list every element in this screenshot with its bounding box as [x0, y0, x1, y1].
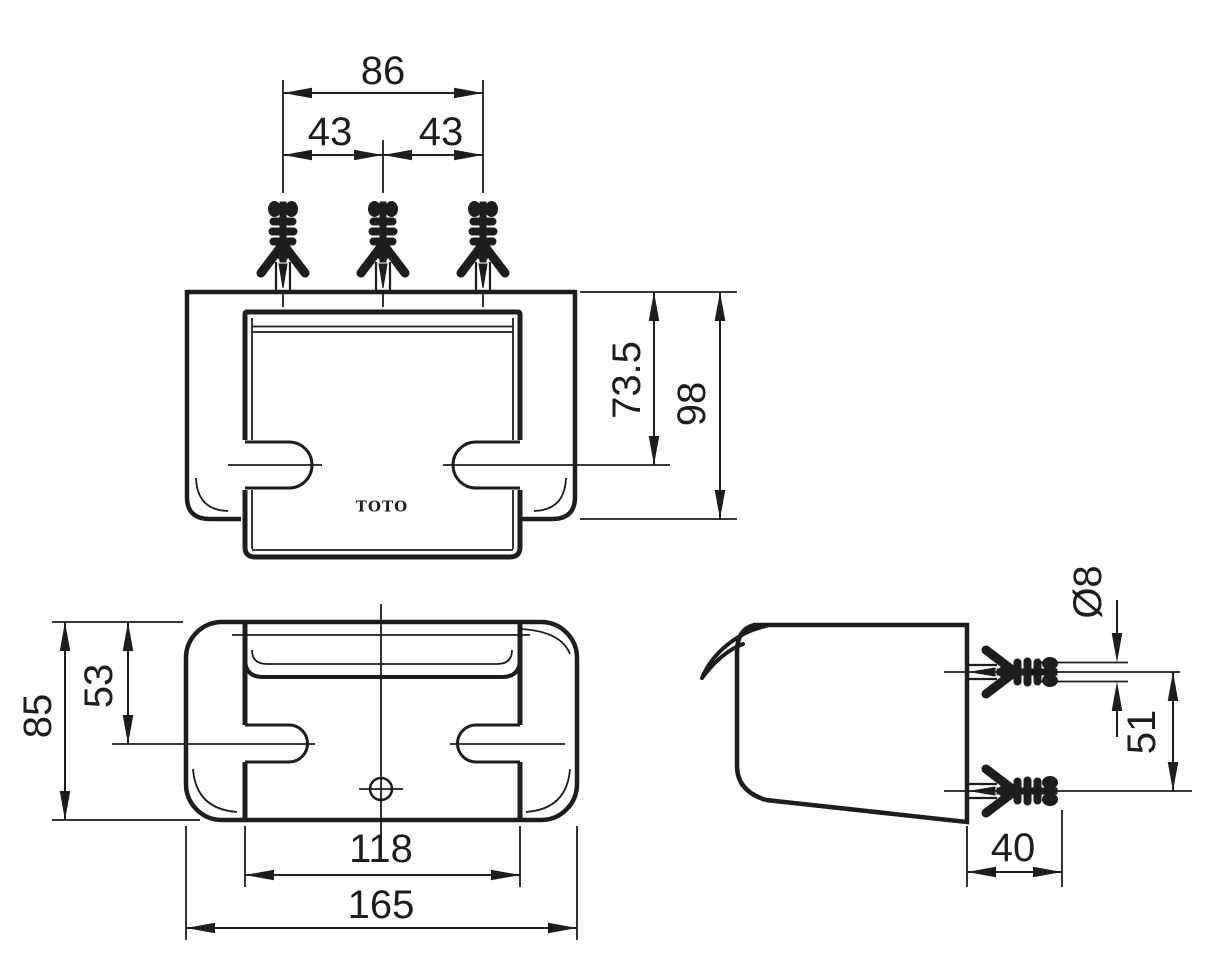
- dim-front-widths: [185, 826, 578, 940]
- front-backplate-inner-corners: [192, 628, 571, 813]
- side-lid-flap: [700, 624, 768, 680]
- top-backplate-right: [519, 290, 578, 522]
- top-backplate-left: [184, 290, 241, 522]
- dim-label-top-overall-width: 86: [360, 49, 406, 93]
- top-backplate-inner-edges: [195, 477, 567, 512]
- dim-side: [966, 600, 1179, 887]
- toto-logo: TOTO: [355, 497, 409, 516]
- dim-label-side-vertical-pitch: 51: [1120, 709, 1164, 755]
- dim-label-top-pitch-right: 43: [418, 110, 464, 154]
- dim-label-side-anchor-length: 40: [990, 826, 1036, 870]
- dim-label-top-depth-to-centerline: 73.5: [605, 341, 649, 419]
- front-lid-bottom-edge: [243, 658, 522, 679]
- top-cover-outline: [242, 309, 523, 560]
- dim-label-side-anchor-diameter: Ø8: [1066, 565, 1110, 619]
- side-anchor-centerlines: [944, 671, 1192, 792]
- dim-label-front-height-to-centerline: 53: [77, 663, 121, 709]
- dim-top-widths: [282, 80, 484, 193]
- top-anchor-centerlines: [282, 292, 484, 307]
- front-view: [112, 604, 580, 838]
- front-lid-inner-edge: [251, 649, 513, 665]
- side-body-outline: [734, 622, 970, 825]
- side-view: [700, 622, 1192, 825]
- dim-front-heights: [52, 621, 200, 821]
- top-cover-inner-lines: [251, 318, 514, 551]
- dim-label-front-overall-height: 85: [16, 693, 60, 739]
- top-view: [184, 202, 670, 560]
- dim-top-depths: [580, 291, 737, 520]
- dim-label-front-inner-width: 118: [349, 827, 413, 871]
- dim-label-top-overall-depth: 98: [670, 381, 714, 427]
- dim-label-front-overall-width: 165: [347, 883, 415, 927]
- front-cover-edges: [242, 622, 523, 820]
- dim-label-top-pitch-left: 43: [307, 110, 353, 154]
